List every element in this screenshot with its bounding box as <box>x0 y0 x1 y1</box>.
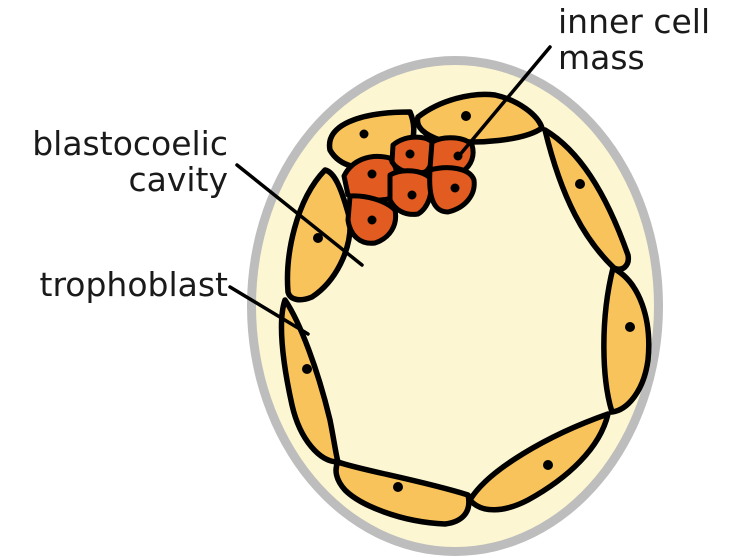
nucleus-icon <box>406 150 415 159</box>
nucleus-icon <box>408 191 417 200</box>
nucleus-icon <box>625 322 635 332</box>
label-blastocoelic-line1: blastocoelic <box>32 124 228 163</box>
nucleus-icon <box>543 460 553 470</box>
nucleus-icon <box>302 364 312 374</box>
label-trophoblast: trophoblast <box>40 265 229 304</box>
nucleus-icon <box>368 216 377 225</box>
label-inner-cell-mass-line2: mass <box>558 38 645 77</box>
nucleus-icon <box>575 179 585 189</box>
nucleus-icon <box>360 130 369 139</box>
label-blastocoelic-line2: cavity <box>128 160 228 199</box>
nucleus-icon <box>461 111 471 121</box>
nucleus-icon <box>451 184 460 193</box>
nucleus-icon <box>368 170 377 179</box>
label-inner-cell-mass-line1: inner cell <box>558 2 710 41</box>
nucleus-icon <box>393 482 403 492</box>
